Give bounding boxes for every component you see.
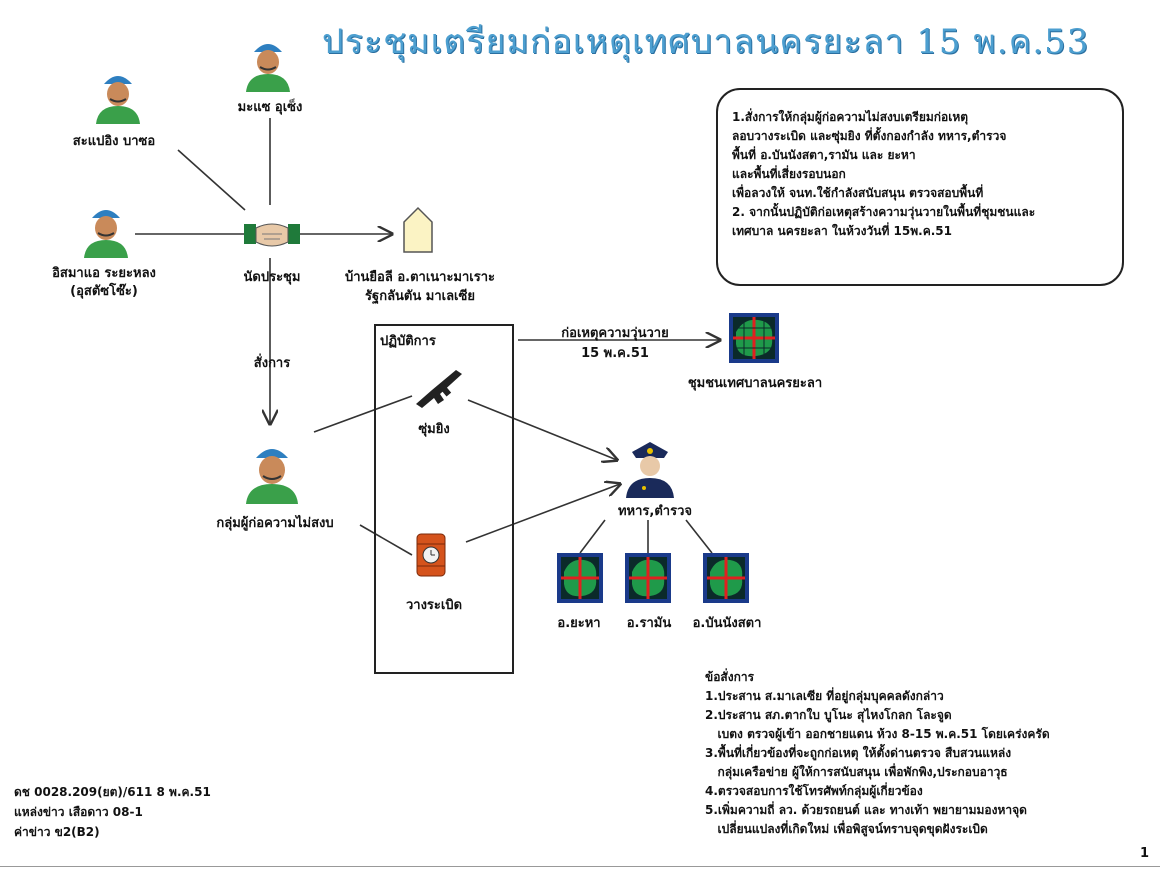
person-label-left-top: สะแปอิง บาซอ [72,134,156,149]
bomb-icon [414,530,448,584]
order-item: เปลี่ยนแปลงที่เกิดใหม่ เพื่อพิสูจน์ทราบจ… [705,822,988,836]
order-item: 5.เพิ่มความถี่ ลว. ด้วยรถยนต์ และ ทางเท้… [705,803,1027,817]
plan-line: เทศบาล นครยะลา ในห้วงวันที่ 15พ.ค.51 [732,224,952,238]
police-label: ทหาร,ตำรวจ [617,504,692,519]
person-label-left-mid-2: (อุสตัซโซ๊ะ) [70,284,138,299]
source-line: แหล่งข่าว เสือดาว 08-1 [14,805,143,819]
rifle-icon [412,364,468,416]
map-icon [556,552,604,608]
community-label: ชุมชนเทศบาลนครยะลา [687,376,823,391]
map-icon [702,552,750,608]
plan-line: ลอบวางระเบิด และซุ่มยิง ที่ตั้งกองกำลัง … [732,129,1007,143]
person-label-top: มะแซ อุเซ็ง [237,100,303,115]
unrest-label-1: ก่อเหตุความวุ่นวาย [561,326,669,341]
bottom-divider [0,866,1160,867]
operations-box [374,324,514,674]
group-label: กลุ่มผู้ก่อความไม่สงบ [216,516,334,531]
order-label: สั่งการ [253,356,291,371]
gun-label: ซุ่มยิง [418,422,450,437]
person-icon [94,66,142,128]
plan-line: เพื่อลวงให้ จนท.ใช้กำลังสนับสนุน ตรวจสอบ… [732,186,984,200]
police-officer-icon [624,438,676,502]
person-icon [244,438,300,508]
plan-line: 1.สั่งการให้กลุ่มผู้ก่อความไม่สงบเตรียมก… [732,110,969,124]
diagram-title: ประชุมเตรียมก่อเหตุเทศบาลนครยะลา 15 พ.ค.… [322,22,1090,62]
source-info: ดช 0028.209(ยต)/611 8 พ.ค.51 แหล่งข่าว เ… [14,782,211,842]
meeting-label: นัดประชุม [243,270,301,285]
person-icon [244,34,292,96]
orders-title: ข้อสั่งการ [705,670,755,684]
house-icon [400,204,436,258]
map-icon [624,552,672,608]
order-item: กลุ่มเครือข่าย ผู้ให้การสนับสนุน เพื่อพั… [705,765,1008,779]
unrest-label-2: 15 พ.ค.51 [581,346,649,361]
order-item: 3.พื้นที่เกี่ยวข้องที่จะถูกก่อเหตุ ให้ตั… [705,746,1012,760]
plan-line: 2. จากนั้นปฏิบัติก่อเหตุสร้างความวุ่นวาย… [732,205,1036,219]
order-item: 1.ประสาน ส.มาเลเซีย ที่อยู่กลุ่มบุคคลดัง… [705,689,944,703]
plan-line: พื้นที่ อ.บันนังสตา,รามัน และ ยะหา [732,148,916,162]
order-item: เบตง ตรวจผู้เข้า ออกชายแดน ห้วง 8-15 พ.ค… [705,727,1050,741]
handshake-icon [244,216,300,256]
house-label-2: รัฐกลันตัน มาเลเซีย [365,289,475,304]
bomb-label: วางระเบิด [405,598,463,613]
person-label-left-mid-1: อิสมาแอ ระยะหลง [52,266,156,281]
page-number: 1 [1140,846,1150,861]
map-icon [728,312,780,368]
order-item: 4.ตรวจสอบการใช้โทรศัพท์กลุ่มผู้เกี่ยวข้อ… [705,784,923,798]
operations-title: ปฏิบัติการ [380,334,436,349]
plan-line: และพื้นที่เสี่ยงรอบนอก [732,167,846,181]
orders-list: ข้อสั่งการ 1.ประสาน ส.มาเลเซีย ที่อยู่กล… [705,668,1150,839]
district-label: อ.ยะหา [557,616,601,631]
order-item: 2.ประสาน สภ.ตากใบ บูโนะ สุไหงโกลก โละจูด [705,708,952,722]
person-icon [82,200,130,262]
plan-box: 1.สั่งการให้กลุ่มผู้ก่อความไม่สงบเตรียมก… [716,88,1124,286]
source-line: ค่าข่าว ข2(B2) [14,825,100,839]
house-label-1: บ้านยือลี อ.ตาเนาะมาเราะ [344,270,496,285]
district-label: อ.รามัน [626,616,672,631]
district-label: อ.บันนังสตา [692,616,762,631]
source-line: ดช 0028.209(ยต)/611 8 พ.ค.51 [14,785,211,799]
